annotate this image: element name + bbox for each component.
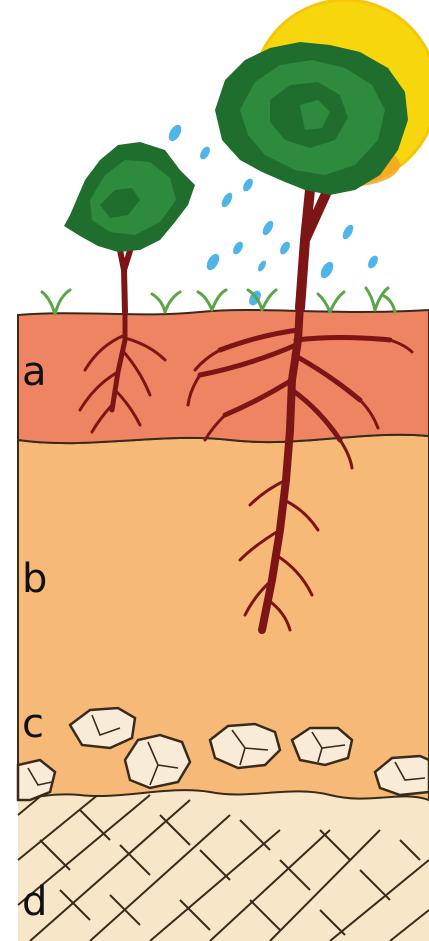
rain-drop-icon [278,240,292,256]
layer-label-d: d [22,879,47,925]
rain-drop-icon [220,191,235,209]
horizon-d [18,780,429,941]
horizon-a [18,310,429,443]
layer-label-c: c [22,701,44,747]
rain-drop-icon [204,252,222,273]
rain-drop-icon [198,145,212,161]
tree-icon-large [215,42,408,195]
layer-label-a: a [22,349,47,395]
rain-drop-icon [318,260,336,281]
rain-drop-icon [341,223,356,241]
rain-drop-icon [261,219,276,237]
layer-label-b: b [22,556,47,602]
rain-drop-icon [231,240,245,256]
rain-drop-icon [241,177,255,193]
rain-drop-icon [166,123,184,144]
tree-icon [64,142,195,252]
rain-drop-icon [366,254,380,270]
rain-drop-icon [256,259,267,272]
